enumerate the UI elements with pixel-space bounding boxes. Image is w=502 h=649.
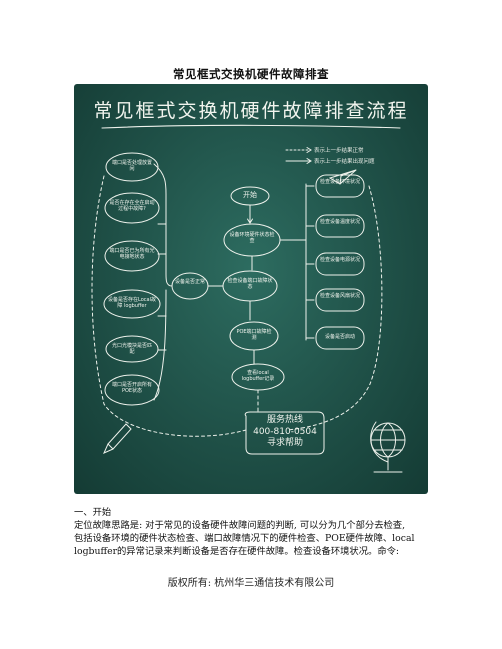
hotline-note: 寻求帮助 (266, 438, 303, 449)
center-node-1: 设备环境硬件状态检查 (229, 232, 275, 245)
left-node-4: 设备是否存在Local故障 logbuffer (108, 297, 156, 310)
hotline-number: 400-810-0504 (253, 426, 317, 437)
flowchart-lines (91, 124, 406, 473)
document-title: 常见框式交换机硬件故障排查 (173, 67, 329, 81)
footer-copyright: 版权所有: 杭州华三通信技术有限公司 (167, 578, 335, 589)
right-node-4: 检查设备风扇状况 (319, 293, 360, 299)
right-node-5: 设备是否启动 (324, 334, 355, 340)
paragraph-line-3: logbuffer的异常记录来判断设备是否存在硬件故障。检查设备环境状况。命令: (74, 546, 400, 557)
center-node-3: POE端口故障检测 (236, 329, 272, 342)
center-node-4: 查看local logbuffer记录 (241, 370, 275, 383)
paragraph-line-1: 定位故障思路是: 对于常见的设备硬件故障问题的判断, 可以分为几个部分去检查, (74, 520, 406, 531)
legend-solid-label: 表示上一步结果出现问题 (314, 159, 375, 165)
center-node-2: 检查设备端口故障状态 (227, 278, 273, 291)
legend-dashed-label: 表示上一步结果正常 (314, 148, 364, 154)
section-heading: 一、开始 (74, 507, 112, 518)
hotline-box: 服务热线 400-810-0504 寻求帮助 (248, 415, 322, 450)
left-node-5: 光口光模块是否匹配 (111, 343, 152, 356)
left-node-2: 是否在存在全在启动过程中故障? (109, 200, 155, 213)
chalkboard-flowchart: 常见框式交换机硬件故障排查流程 表示上一步结果正常 表示上一步结果出现问题 开始… (74, 84, 428, 494)
paragraph-line-2: 包括设备环境的硬件状态检查、端口故障情况下的硬件检查、POE硬件故障、local (74, 533, 415, 544)
right-node-3: 检查设备电源状况 (319, 257, 360, 263)
left-node-1: 端口是否处理放置闲 (111, 160, 152, 173)
left-center-node: 设备是否正常 (175, 279, 206, 285)
left-node-6: 端口是否开启所有POE状态 (111, 382, 152, 395)
hotline-label: 服务热线 (266, 415, 303, 425)
left-node-3: 端口是否已为所有光电接地状态 (109, 248, 155, 261)
start-node: 开始 (243, 191, 257, 199)
right-node-1: 检查设备环境状况 (319, 179, 360, 185)
flowchart-title: 常见框式交换机硬件故障排查流程 (93, 100, 409, 122)
right-node-2: 检查设备温度状况 (319, 219, 360, 225)
